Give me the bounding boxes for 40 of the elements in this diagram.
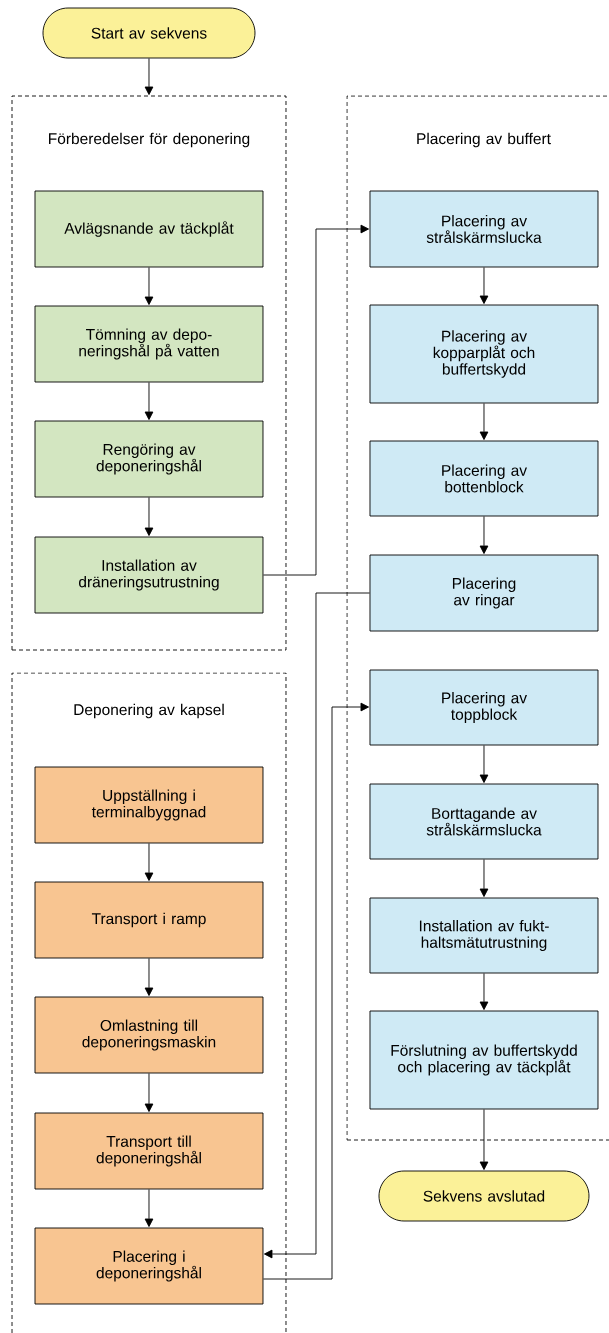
process-box: Placering av bottenblock	[369, 440, 599, 517]
process-box: Placering av ringar	[369, 554, 599, 632]
arrow	[144, 497, 154, 536]
arrow	[144, 958, 154, 996]
process-box: Borttagande av strålskärmslucka	[369, 783, 599, 860]
process-box: Placering i deponeringshål	[34, 1227, 264, 1305]
process-box: Förslutning av buffertskydd och placering av täckplåt	[369, 1010, 599, 1110]
arrow	[144, 1073, 154, 1112]
arrow	[479, 516, 489, 554]
process-box: Placering av strålskärmslucka	[369, 190, 599, 268]
arrow	[263, 224, 369, 576]
arrow	[263, 702, 369, 1280]
process-box: Avlägsnande av täckplåt	[34, 190, 264, 268]
process-box: Installation av dräneringsutrustning	[34, 536, 264, 614]
arrow	[479, 267, 489, 304]
group-heading: Förberedelser för deponering	[49, 132, 250, 148]
process-box: Transport till deponeringshål	[34, 1112, 264, 1190]
group-heading: Placering av buffert	[417, 132, 551, 148]
arrow	[144, 1189, 154, 1227]
process-box: Placering av toppblock	[369, 669, 599, 746]
arrow	[144, 382, 154, 420]
terminal-box: Sekvens avslutad	[378, 1170, 590, 1222]
arrow	[144, 58, 154, 95]
process-box: Placering av kopparplåt och buffertskydd	[369, 304, 599, 404]
arrow	[479, 745, 489, 783]
arrow	[144, 267, 154, 305]
arrow	[264, 592, 370, 1259]
process-box: Rengöring av deponeringshål	[34, 420, 264, 498]
arrow	[479, 1109, 489, 1170]
arrow	[144, 843, 154, 881]
process-box: Transport i ramp	[34, 881, 264, 959]
process-box: Installation av fukt- haltsmätutrustning	[369, 897, 599, 974]
process-box: Omlastning till deponeringsmaskin	[34, 996, 264, 1074]
process-box: Uppställning i terminalbyggnad	[34, 766, 264, 844]
arrow	[479, 973, 489, 1010]
process-box: Tömning av depo- neringshål på vatten	[34, 305, 264, 383]
arrow	[479, 403, 489, 440]
arrow	[479, 859, 489, 897]
group-heading: Deponering av kapsel	[74, 703, 224, 719]
terminal-box: Start av sekvens	[42, 7, 256, 59]
